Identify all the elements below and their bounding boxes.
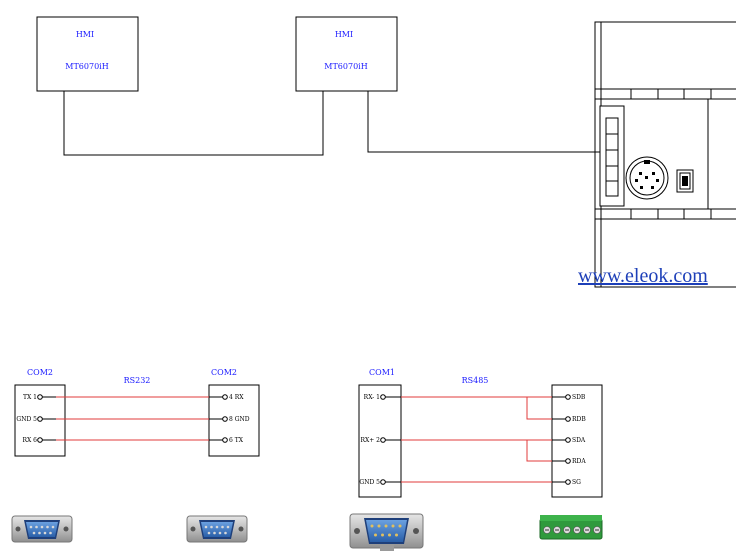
rs232-left-port-label: COM2 (27, 368, 53, 377)
rs485-right-pin-5: SG (572, 479, 581, 486)
watermark-link[interactable]: www.eleok.com (578, 265, 708, 287)
hmi-left-model: MT6070iH (65, 62, 108, 71)
rs232-right-pin-1: 4 RX (229, 394, 244, 401)
rs232-left-pin-1: TX 1 (23, 394, 37, 401)
db9-connector-icon-1 (11, 515, 73, 543)
hmi-left: HMI MT6070iH (36, 16, 139, 92)
rs485-left-pin-3: GND 5 (359, 479, 380, 486)
terminal-block-icon (539, 515, 603, 540)
rs485-left-port-label: COM1 (369, 368, 395, 377)
rs485-wire-pos (383, 439, 566, 462)
plc-unit (594, 21, 736, 288)
db9-connector-icon-2 (186, 515, 248, 543)
plc-terminal-teeth-top (630, 89, 712, 99)
rs485-wire-neg (383, 396, 566, 420)
rs485-left-pin-1: RX- 1 (364, 394, 380, 401)
hmi-mid-title: HMI (335, 30, 353, 39)
hmi-mid-model: MT6070iH (324, 62, 367, 71)
hmi-link-cable (63, 91, 324, 156)
hmi-left-title: HMI (76, 30, 94, 39)
rs232-right-pin-2: 8 GND (229, 416, 250, 423)
db9-connector-icon-3 (349, 513, 424, 551)
rs485-diagram: COM1 RS485 RX- 1 RX+ 2 GND 5 SDB RDB SDA… (358, 368, 603, 498)
plc-led-strip (605, 117, 619, 197)
rs232-right-pin-3: 6 TX (229, 437, 244, 444)
rs232-left-pin-2: GND 5 (16, 416, 37, 423)
rs232-left-pin-3: RX 6 (22, 437, 37, 444)
rs232-right-port-label: COM2 (211, 368, 237, 377)
rs485-right-pin-1: SDB (572, 394, 586, 401)
rs485-left-connector (358, 384, 402, 498)
plc-mini-din-port-icon (625, 156, 669, 200)
rs485-right-pin-3: SDA (572, 437, 586, 444)
rs485-left-pin-2: RX+ 2 (360, 437, 380, 444)
plc-terminal-teeth-bottom (630, 209, 712, 219)
plc-link-cable (367, 91, 604, 153)
hmi-mid: HMI MT6070iH (295, 16, 398, 92)
plc-run-switch-icon (676, 169, 694, 193)
rs485-cable-label: RS485 (462, 376, 489, 385)
rs485-right-pin-2: RDB (572, 416, 586, 423)
rs485-right-pin-4: RDA (572, 458, 586, 465)
rs232-cable-label: RS232 (124, 376, 151, 385)
rs232-diagram: COM2 COM2 RS232 TX 1 GND 5 RX 6 4 RX 8 G… (14, 368, 260, 457)
rs485-right-terminal (551, 384, 603, 498)
